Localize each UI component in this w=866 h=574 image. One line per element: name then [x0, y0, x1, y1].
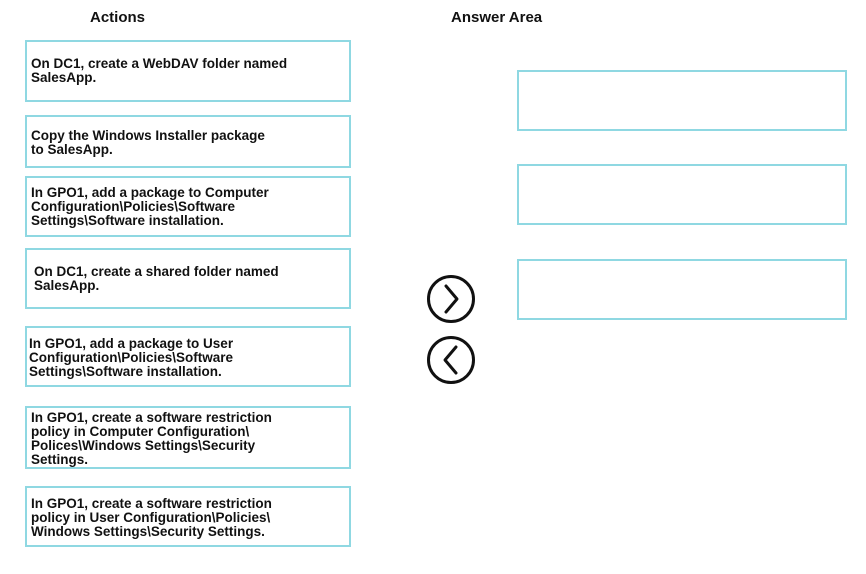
- action-item-computer-software-installation[interactable]: In GPO1, add a package to Computer Confi…: [25, 176, 351, 237]
- answer-slot-3[interactable]: [517, 259, 847, 320]
- move-left-button[interactable]: [426, 335, 476, 385]
- action-item-create-webdav-folder[interactable]: On DC1, create a WebDAV folder named Sal…: [25, 40, 351, 102]
- action-item-user-software-installation[interactable]: In GPO1, add a package to User Configura…: [25, 326, 351, 387]
- action-item-create-shared-folder[interactable]: On DC1, create a shared folder named Sal…: [25, 248, 351, 309]
- move-right-button[interactable]: [426, 274, 476, 324]
- chevron-right-circle-icon: [427, 275, 475, 323]
- actions-heading: Actions: [90, 9, 146, 26]
- answer-slot-2[interactable]: [517, 164, 847, 225]
- action-item-copy-installer-package[interactable]: Copy the Windows Installer package to Sa…: [25, 115, 351, 168]
- answer-area-heading: Answer Area: [451, 9, 543, 26]
- answer-slot-1[interactable]: [517, 70, 847, 131]
- action-item-user-restriction-policy[interactable]: In GPO1, create a software restriction p…: [25, 486, 351, 547]
- action-item-computer-restriction-policy[interactable]: In GPO1, create a software restriction p…: [25, 406, 351, 469]
- chevron-left-circle-icon: [427, 336, 475, 384]
